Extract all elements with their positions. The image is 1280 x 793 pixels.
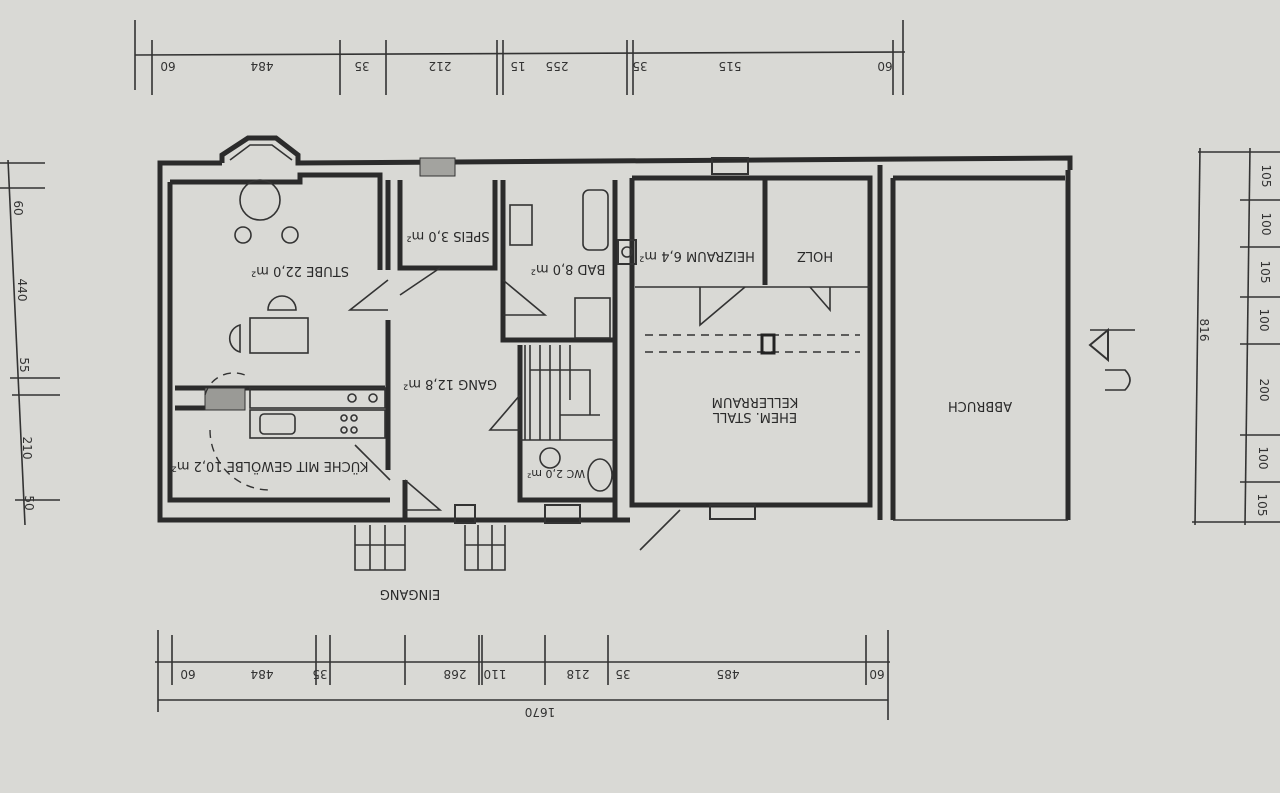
dim-bottom-4: 110 xyxy=(484,667,507,681)
room-label-wc: WC 2,0 m² xyxy=(527,467,585,480)
dim-left-2: 55 xyxy=(17,357,31,372)
dim-left-1: 440 xyxy=(15,279,29,302)
right-dimension-line: 816 105 100 105 100 200 100 105 xyxy=(1192,147,1280,526)
fixtures xyxy=(204,157,831,571)
dim-bottom-total: 1670 xyxy=(525,705,556,719)
dim-right-5: 100 xyxy=(1256,447,1270,470)
dim-top-6: 35 xyxy=(354,59,369,73)
dim-right-3: 100 xyxy=(1257,309,1271,332)
dim-bottom-1: 485 xyxy=(717,667,740,681)
dim-top-4: 15 xyxy=(510,59,525,73)
dim-right-total: 816 xyxy=(1197,319,1211,342)
dim-top-7: 484 xyxy=(251,59,274,73)
room-labels: STUBE 22,0 m² SPEIS 3,0 m² BAD 8,0 m² GA… xyxy=(172,228,1013,601)
room-label-ehem-stall: EHEM. STALL xyxy=(712,409,797,424)
dim-bottom-3: 218 xyxy=(567,667,590,681)
north-arrow-icon xyxy=(1088,327,1135,391)
room-label-speis: SPEIS 3,0 m² xyxy=(406,228,489,243)
dim-top-0: 60 xyxy=(877,59,892,73)
dim-bottom-8: 60 xyxy=(180,667,195,681)
dim-left-4: 50 xyxy=(22,495,36,510)
bottom-dimension-labels: 60 485 35 218 110 268 35 484 60 1670 xyxy=(180,667,884,719)
room-label-gang: GANG 12,8 m² xyxy=(403,376,497,391)
dim-left-3: 210 xyxy=(20,437,34,460)
left-dimension-line: 60 440 55 210 50 xyxy=(0,159,60,526)
dim-top-8: 60 xyxy=(160,59,175,73)
label-eingang: EINGANG xyxy=(380,586,441,601)
bottom-dimension-line xyxy=(155,630,890,720)
walls xyxy=(157,135,1073,523)
room-label-heizraum: HEIZRAUM 6,4 m² xyxy=(639,248,755,263)
dim-right-1: 100 xyxy=(1259,213,1273,236)
room-label-stube: STUBE 22,0 m² xyxy=(251,263,349,278)
room-label-kueche: KÜCHE MIT GEWÖLBE 10,2 m² xyxy=(172,458,369,475)
dim-bottom-5: 268 xyxy=(444,667,467,681)
dim-bottom-0: 60 xyxy=(869,667,884,681)
room-label-kellerraum: KELLERRAUM xyxy=(712,394,799,409)
dim-left-0: 60 xyxy=(11,200,25,215)
dim-right-0: 105 xyxy=(1259,165,1273,188)
dim-top-3: 255 xyxy=(546,59,569,73)
room-label-abbruch: ABBRUCH xyxy=(948,398,1012,413)
dim-bottom-6: 35 xyxy=(312,667,327,681)
dim-right-6: 105 xyxy=(1255,494,1269,517)
dim-top-5: 212 xyxy=(429,59,452,73)
dim-right-4: 200 xyxy=(1257,379,1271,402)
dim-top-1: 515 xyxy=(719,59,742,73)
top-dimension-labels: 60 515 35 255 15 212 35 484 60 xyxy=(160,59,892,73)
room-label-bad: BAD 8,0 m² xyxy=(531,261,606,276)
dim-right-2: 105 xyxy=(1258,261,1272,284)
dim-bottom-7: 484 xyxy=(251,667,274,681)
top-dimension-line xyxy=(134,20,906,95)
room-label-holz: HOLZ xyxy=(797,248,833,263)
dim-bottom-2: 35 xyxy=(615,667,630,681)
dim-top-2: 35 xyxy=(632,59,647,73)
